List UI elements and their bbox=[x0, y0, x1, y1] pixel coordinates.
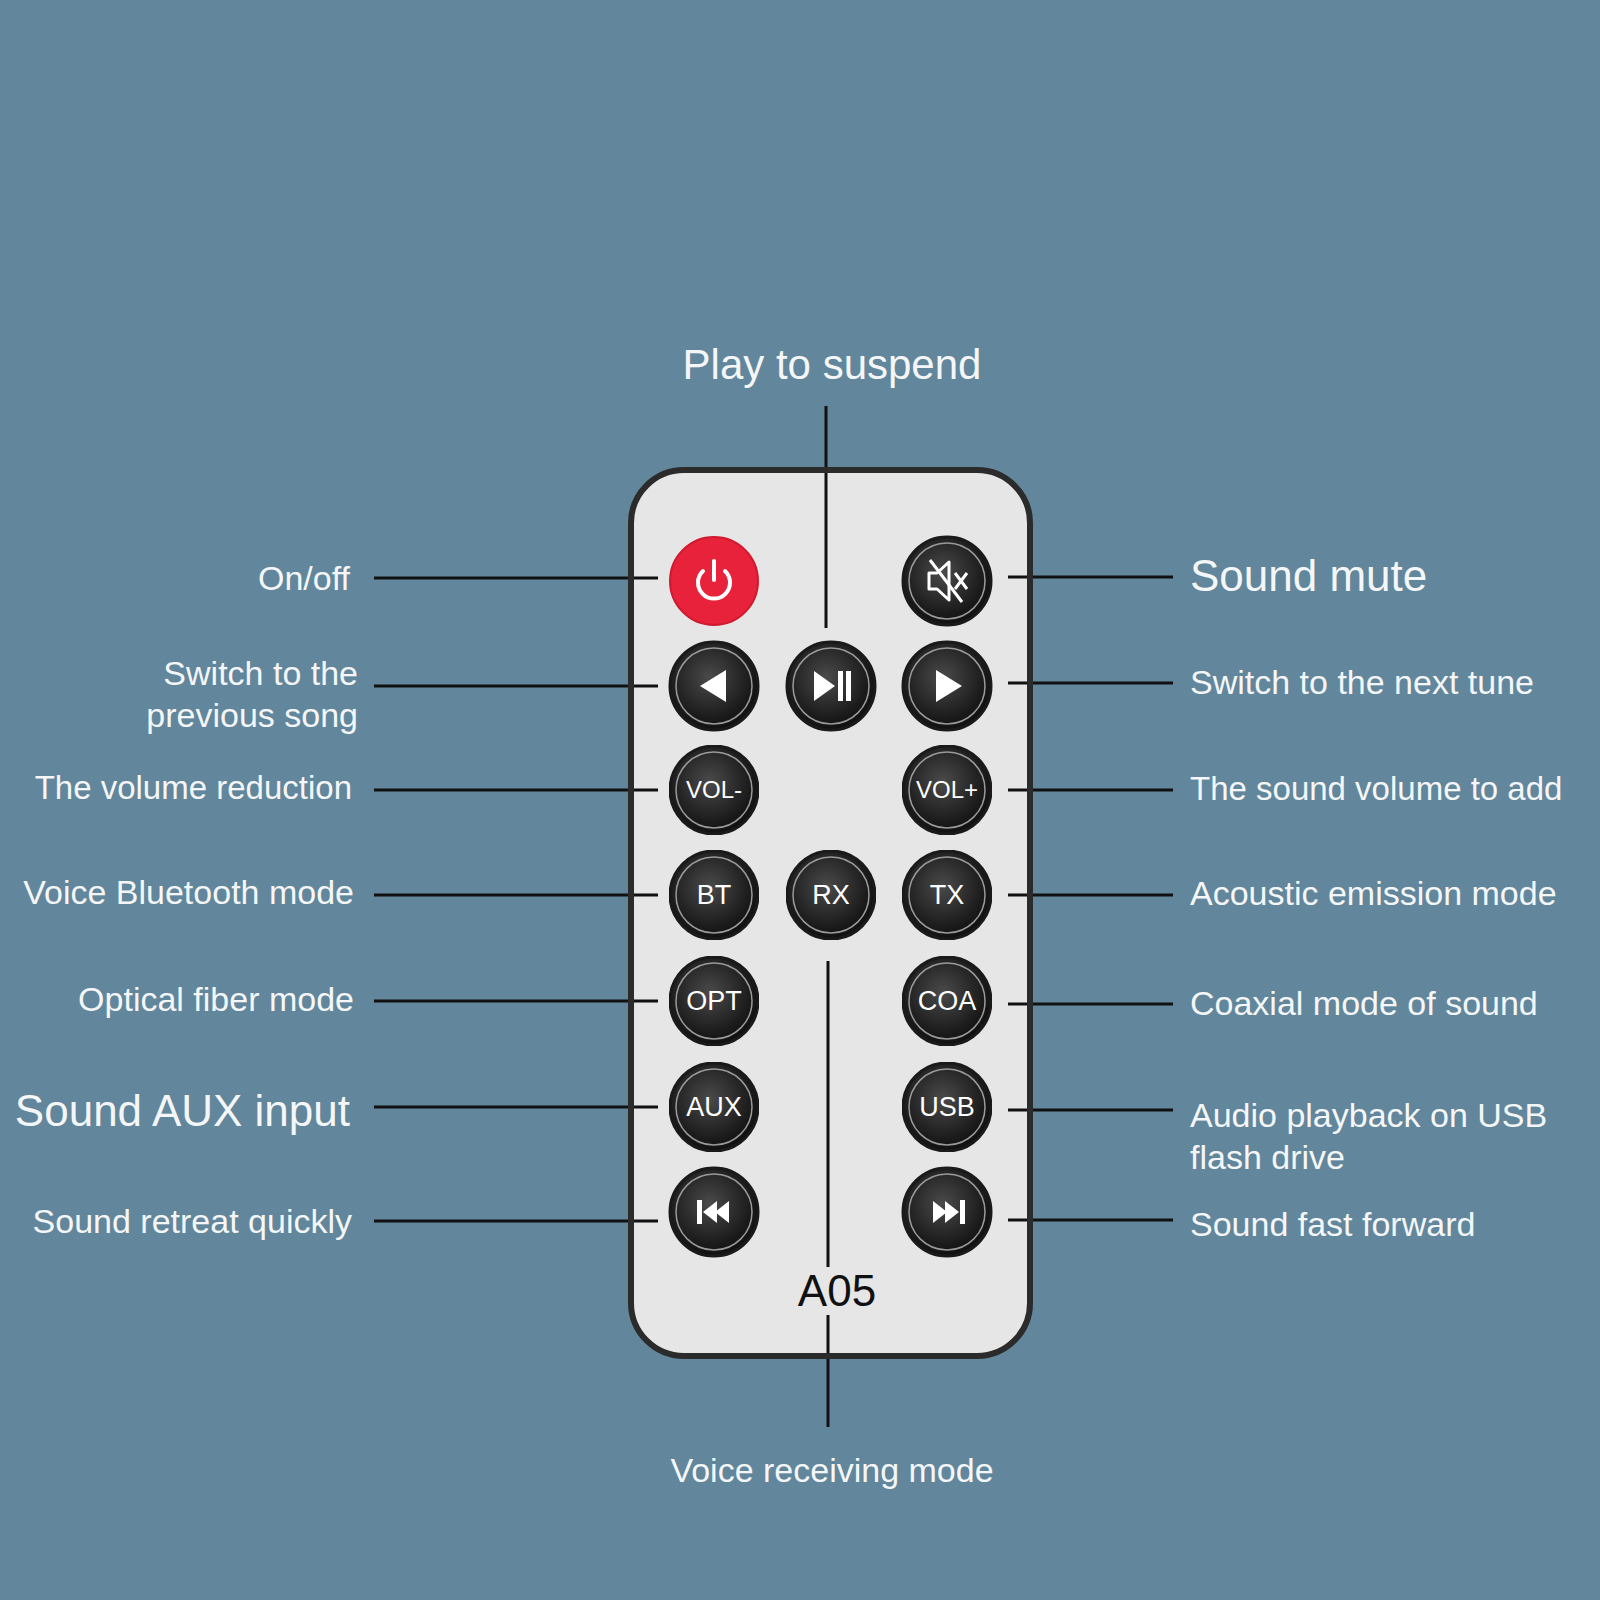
callout-label: Sound AUX input bbox=[15, 1083, 350, 1138]
remote-body: A05 VOL- VOL+ BT RX TX OPT COA AUX USB bbox=[628, 467, 1033, 1359]
callout-label: Sound fast forward bbox=[1190, 1203, 1475, 1246]
button-label: VOL- bbox=[686, 776, 742, 804]
callout-label: Optical fiber mode bbox=[78, 978, 354, 1021]
callout-label: Audio playback on USB flash drive bbox=[1190, 1094, 1580, 1179]
remote-button: VOL- bbox=[669, 745, 759, 835]
callout-label: Voice receiving mode bbox=[670, 1449, 993, 1492]
icon-buttons bbox=[670, 537, 991, 1256]
remote-button: AUX bbox=[669, 1062, 759, 1152]
callout-label: The sound volume to add bbox=[1190, 768, 1562, 809]
remote-body bbox=[631, 470, 1030, 1356]
button-label: OPT bbox=[686, 986, 742, 1017]
callout-label: Acoustic emission mode bbox=[1190, 872, 1557, 915]
remote-button: TX bbox=[902, 850, 992, 940]
button-label: USB bbox=[919, 1092, 975, 1123]
remote-button: COA bbox=[902, 956, 992, 1046]
remote-button: BT bbox=[669, 850, 759, 940]
callout-label: Sound retreat quickly bbox=[33, 1200, 352, 1243]
callout-label: Voice Bluetooth mode bbox=[23, 871, 354, 914]
callout-label: Coaxial mode of sound bbox=[1190, 982, 1538, 1025]
button-label: AUX bbox=[686, 1092, 742, 1123]
callout-label: Sound mute bbox=[1190, 548, 1427, 603]
power-button bbox=[670, 537, 758, 625]
callout-label: The volume reduction bbox=[35, 767, 352, 808]
button-label: RX bbox=[812, 880, 850, 911]
leader-lines bbox=[374, 406, 1173, 1427]
remote-button: OPT bbox=[669, 956, 759, 1046]
remote-button: RX bbox=[786, 850, 876, 940]
model-number: A05 bbox=[795, 1267, 879, 1315]
callout-label: Play to suspend bbox=[683, 339, 982, 392]
callout-label: On/off bbox=[258, 557, 350, 600]
button-label: COA bbox=[918, 986, 977, 1017]
button-label: BT bbox=[697, 880, 732, 911]
remote-button: USB bbox=[902, 1062, 992, 1152]
callout-label: Switch to the previous song bbox=[108, 652, 358, 737]
remote-button: VOL+ bbox=[902, 745, 992, 835]
mute-icon bbox=[929, 560, 967, 602]
callout-label: Switch to the next tune bbox=[1190, 661, 1534, 704]
button-label: TX bbox=[930, 880, 965, 911]
button-label: VOL+ bbox=[916, 776, 978, 804]
